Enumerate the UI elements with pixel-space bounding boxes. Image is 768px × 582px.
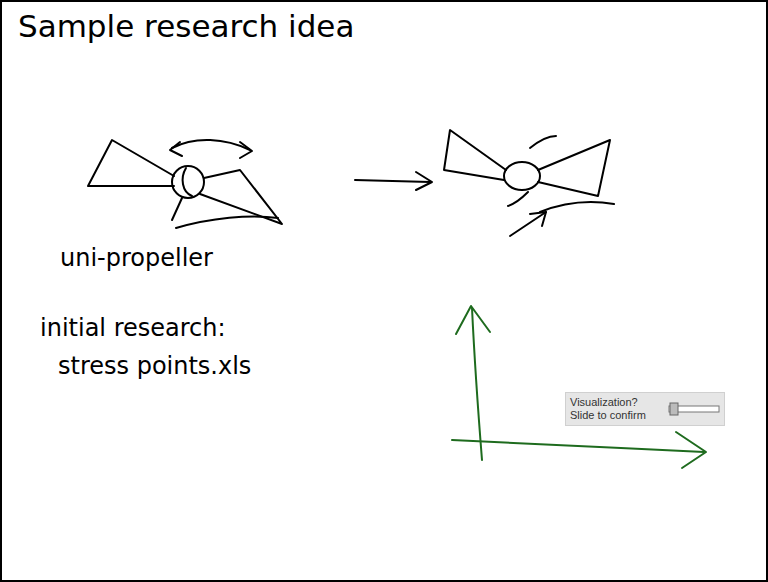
- slider-panel: Visualization? Slide to confirm: [565, 392, 725, 426]
- title: Sample research idea: [18, 8, 354, 44]
- file-name: stress points.xls: [58, 352, 251, 380]
- chart-axes: [452, 306, 706, 468]
- note-heading: initial research:: [40, 314, 226, 342]
- propeller-sketch: [88, 140, 282, 228]
- prompt-text: Visualization? Slide to confirm: [570, 396, 658, 422]
- part-name: uni-propeller: [60, 244, 213, 272]
- slider-control: [668, 401, 720, 417]
- transition-arrow: [355, 172, 432, 190]
- propeller-sketch-rotated: [444, 130, 614, 236]
